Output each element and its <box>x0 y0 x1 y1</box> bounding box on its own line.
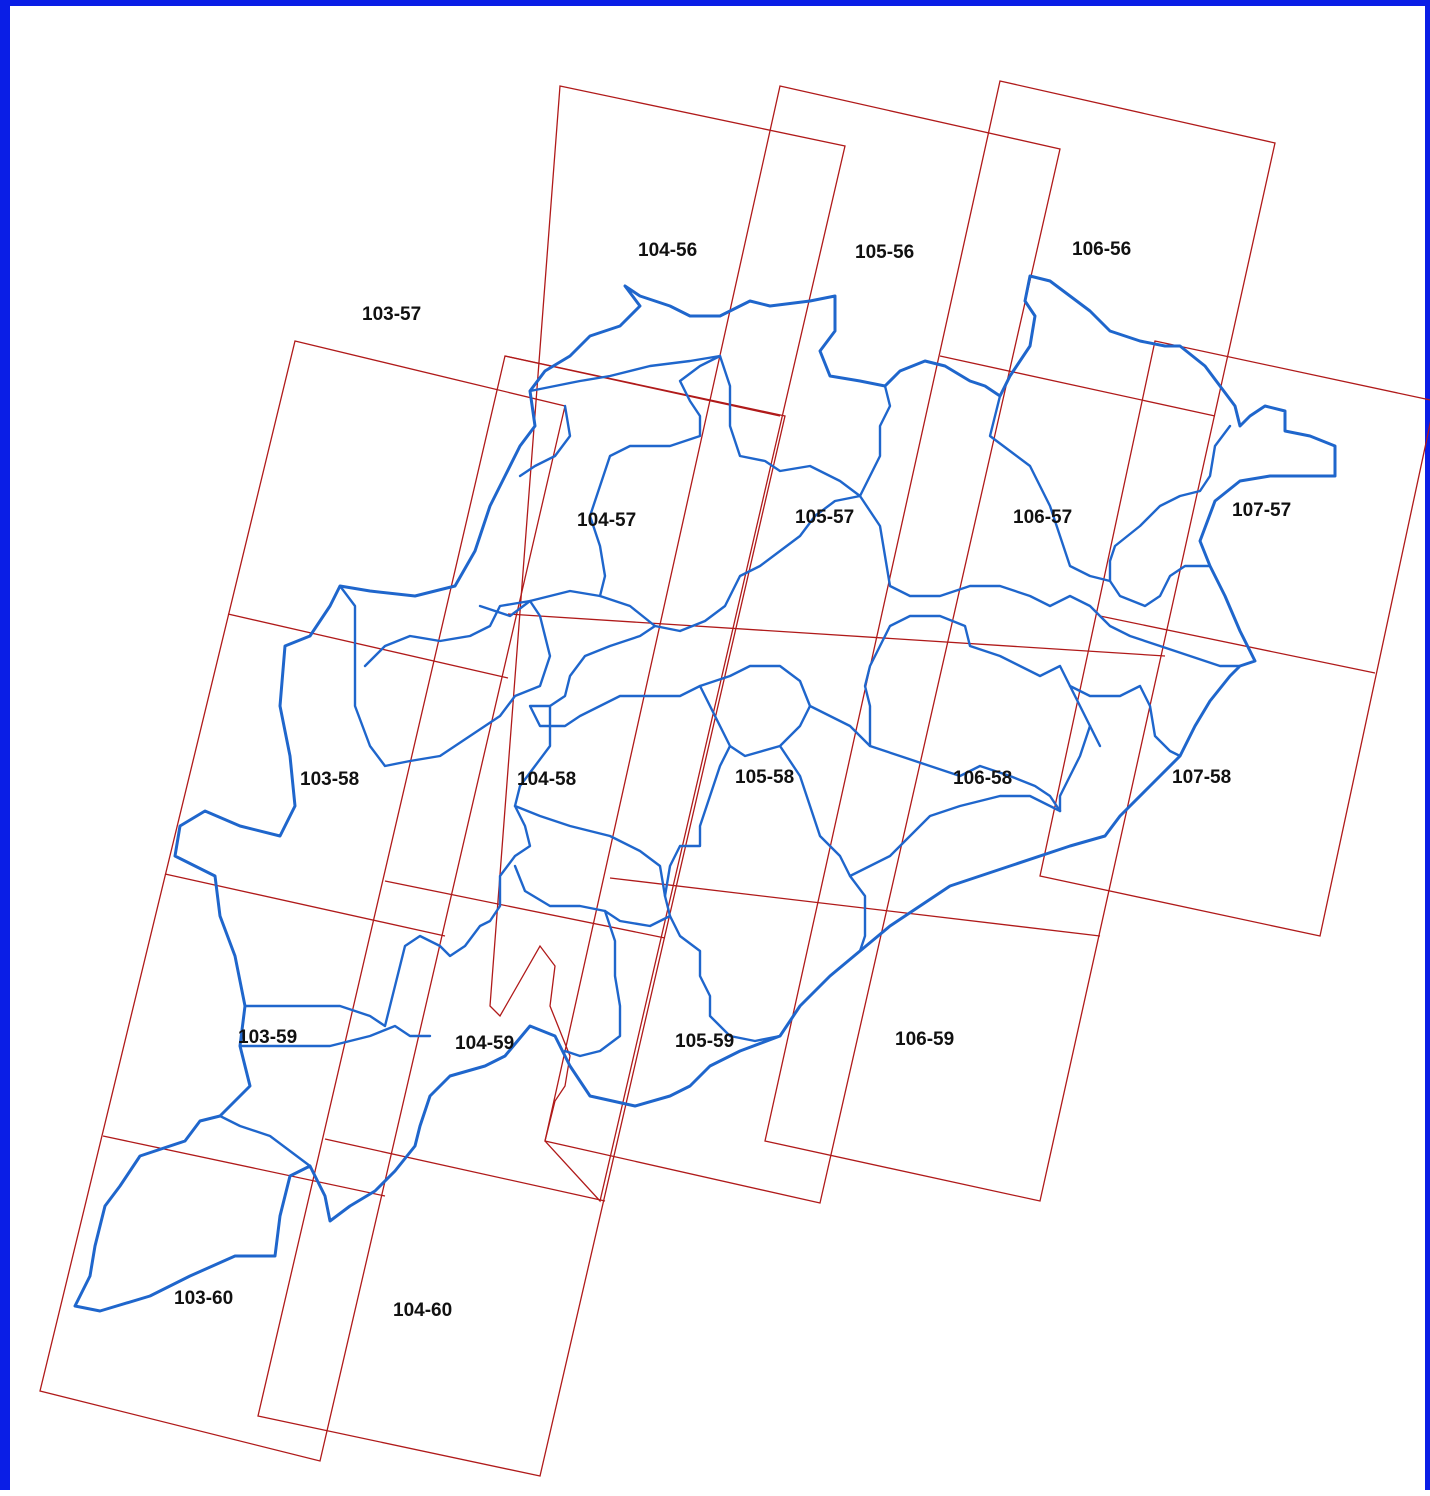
tile-label-105-56: 105-56 <box>855 242 914 263</box>
grid-line-59-60-mid <box>324 1138 606 1202</box>
grid-label-layer: 104-56 105-56 106-56 103-57 104-57 105-5… <box>174 239 1291 1321</box>
district-line <box>858 494 1242 668</box>
grid-tile-105-56[interactable] <box>544 85 1061 1204</box>
district-line <box>778 744 867 953</box>
district-line <box>698 664 812 708</box>
district-line <box>668 914 782 1043</box>
district-line <box>863 614 1102 748</box>
district-line <box>513 804 672 928</box>
map-canvas[interactable]: 104-56 105-56 106-56 103-57 104-57 105-5… <box>10 6 1430 1496</box>
district-line <box>243 704 552 1028</box>
grid-tile-107-57[interactable] <box>1039 340 1430 937</box>
district-line <box>338 584 552 768</box>
district-line <box>988 394 1232 583</box>
district-line <box>238 1024 432 1048</box>
tile-label-106-58: 106-58 <box>953 768 1012 789</box>
grid-line-58-59-west <box>164 873 446 937</box>
grid-tile-layer <box>39 80 1430 1477</box>
grid-tile-106-56[interactable] <box>764 80 1276 1202</box>
district-line <box>663 744 732 898</box>
grid-tile-104-56[interactable] <box>489 85 846 1203</box>
district-line <box>1068 684 1182 758</box>
grid-tile-104-57[interactable] <box>257 355 786 1477</box>
tile-label-103-58: 103-58 <box>300 769 359 790</box>
district-line <box>563 909 622 1058</box>
grid-line-56-57-mid <box>504 355 781 417</box>
grid-line-59-60-west <box>102 1135 386 1197</box>
tile-label-104-57: 104-57 <box>577 510 636 531</box>
tile-label-104-58: 104-58 <box>517 769 576 790</box>
district-line <box>528 624 1062 813</box>
district-line <box>478 494 862 633</box>
grid-line-58-59-mid <box>384 880 666 939</box>
grid-line-57-58-east <box>1099 615 1376 674</box>
tile-label-103-59: 103-59 <box>238 1027 297 1048</box>
tile-label-103-60: 103-60 <box>174 1288 233 1309</box>
tile-label-105-59: 105-59 <box>675 1031 734 1052</box>
state-outline[interactable] <box>73 274 1337 1313</box>
district-line <box>1108 564 1212 608</box>
tile-label-106-59: 106-59 <box>895 1029 954 1050</box>
district-line <box>218 1114 312 1168</box>
tile-label-106-57: 106-57 <box>1013 507 1072 528</box>
district-line <box>518 404 572 478</box>
grid-tile-103-57[interactable] <box>39 340 566 1462</box>
grid-line-57-58-mid <box>507 613 1166 657</box>
grid-line-58-59-east <box>609 877 1101 937</box>
tile-label-103-57: 103-57 <box>362 304 421 325</box>
grid-line-56-57-east <box>939 355 1216 417</box>
district-line <box>1058 724 1092 813</box>
tile-label-107-58: 107-58 <box>1172 767 1231 788</box>
district-boundary-layer <box>73 274 1337 1313</box>
district-line <box>588 354 722 598</box>
tile-label-104-56: 104-56 <box>638 240 697 261</box>
tile-label-107-57: 107-57 <box>1232 500 1291 521</box>
tile-label-104-60: 104-60 <box>393 1300 452 1321</box>
tile-label-106-56: 106-56 <box>1072 239 1131 260</box>
grid-line-57-58-west <box>227 613 509 679</box>
tile-label-105-58: 105-58 <box>735 767 794 788</box>
district-line <box>528 354 892 498</box>
tile-label-105-57: 105-57 <box>795 507 854 528</box>
district-line <box>848 794 1062 878</box>
tile-label-104-59: 104-59 <box>455 1033 514 1054</box>
